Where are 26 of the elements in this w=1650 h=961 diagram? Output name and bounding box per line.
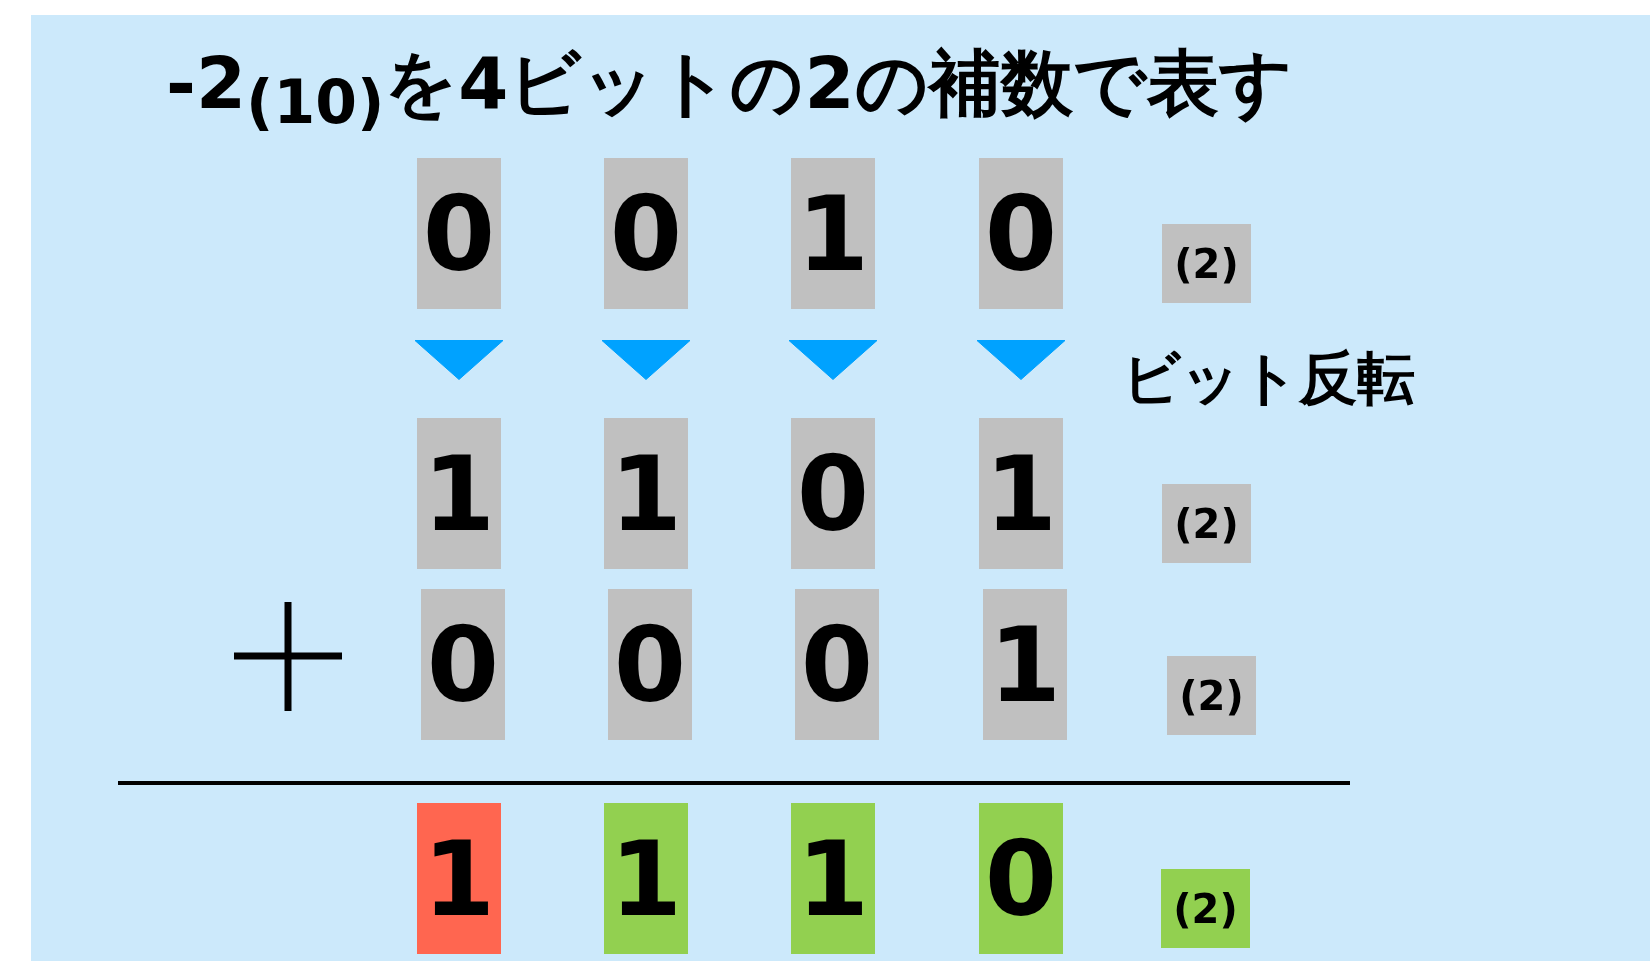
base-badge: (2) (1161, 869, 1250, 948)
digit-box: 1 (791, 803, 875, 954)
arrow (601, 340, 691, 380)
base-badge: (2) (1162, 484, 1251, 563)
digit-box: 1 (979, 418, 1063, 569)
digit-box: 0 (791, 418, 875, 569)
digit-box: 1 (417, 803, 501, 954)
step-label: ビット反転 (1122, 343, 1415, 414)
base-badge: (2) (1167, 656, 1256, 735)
arrow (976, 340, 1066, 380)
digit-box: 1 (983, 589, 1067, 740)
digit-box: 0 (608, 589, 692, 740)
digit-box: 1 (791, 158, 875, 309)
digit-box: 0 (604, 158, 688, 309)
arrow (414, 340, 504, 380)
digit-box: 1 (604, 803, 688, 954)
title: -2$_{(10)}$を4ビットの2の補数で表す (166, 40, 1293, 138)
digit-box: 1 (417, 418, 501, 569)
digit-box: 0 (979, 803, 1063, 954)
base-badge: (2) (1162, 224, 1251, 303)
digit-box: 0 (417, 158, 501, 309)
digit-box: 0 (795, 589, 879, 740)
arrow (788, 340, 878, 380)
digit-box: 1 (604, 418, 688, 569)
digit-box: 0 (979, 158, 1063, 309)
digit-box: 0 (421, 589, 505, 740)
